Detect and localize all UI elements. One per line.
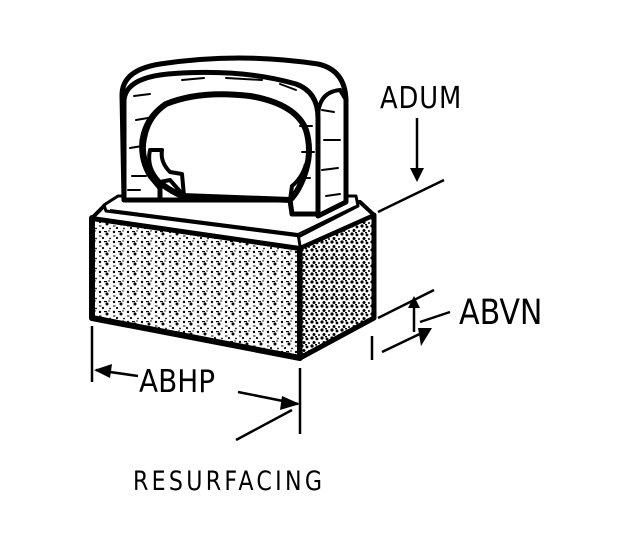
adum-dimension-arrow: [377, 118, 445, 214]
abvn-dimension-arrows: [370, 288, 451, 360]
adum-label: ADUM: [380, 81, 463, 116]
abhp-label: ABHP: [139, 364, 216, 400]
abvn-label: ABVN: [459, 293, 543, 333]
figure-caption: RESURFACING: [133, 466, 326, 497]
brush-holder-arch: [119, 55, 349, 219]
abhp-dimension-arrows: [90, 326, 302, 442]
